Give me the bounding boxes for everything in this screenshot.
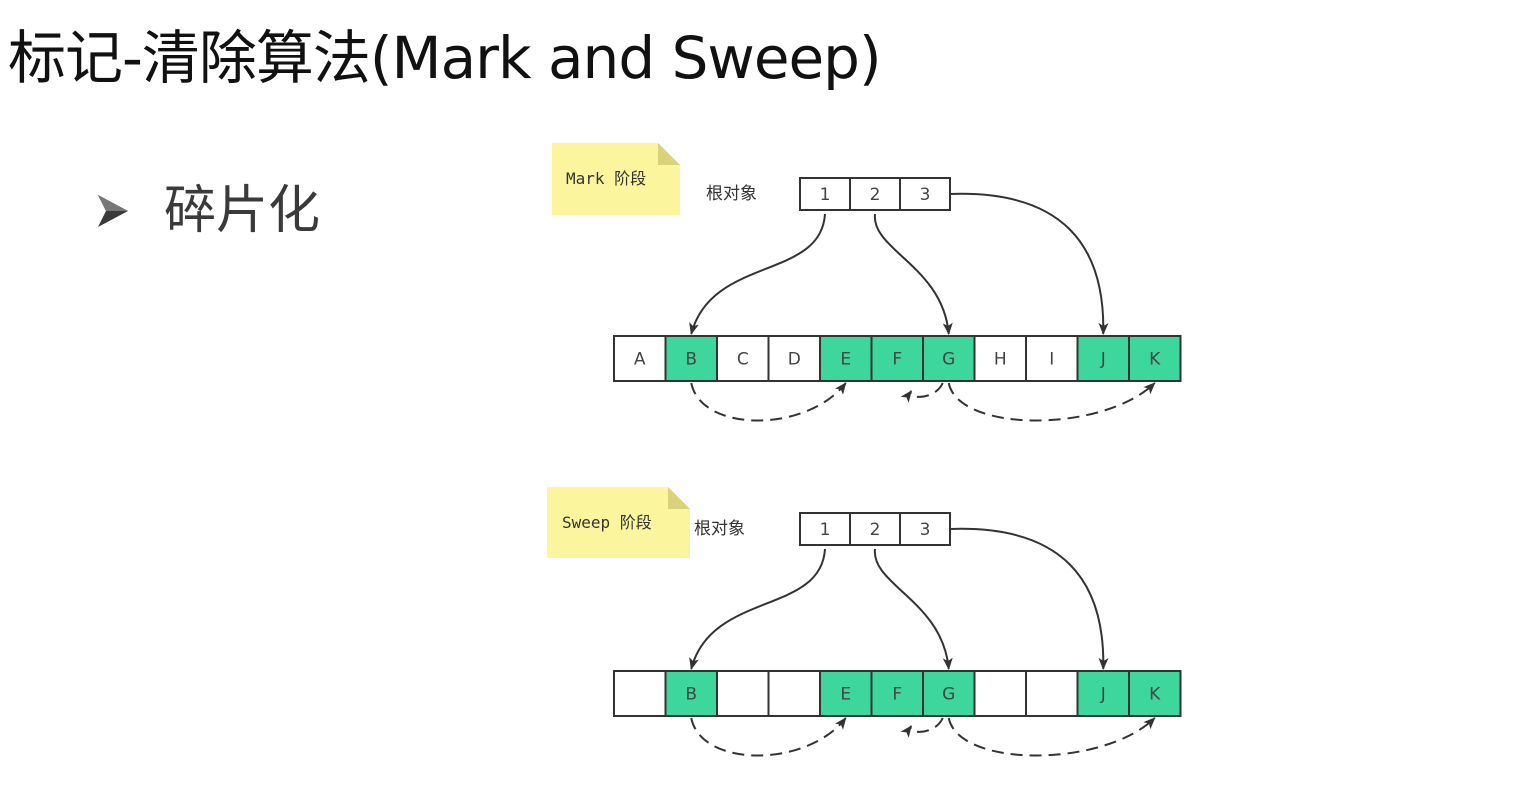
root-reference-arrow — [949, 527, 1109, 670]
heap-cell — [922, 670, 976, 717]
root-cell — [799, 512, 851, 546]
heap-cell-label: J — [1100, 350, 1106, 370]
heap-cell — [767, 335, 821, 382]
root-cell — [899, 512, 951, 546]
root-cell — [849, 177, 901, 211]
heap-cell — [1076, 670, 1130, 717]
bullet-item: 碎片化 — [96, 178, 320, 244]
root-reference-arrow — [873, 548, 953, 670]
root-cell — [899, 177, 951, 211]
heap-cell-label: D — [788, 350, 801, 370]
heap-cell-label: F — [892, 350, 902, 370]
heap-cell — [716, 335, 770, 382]
heap-cell-label: G — [942, 350, 955, 370]
sticky-note-fold — [668, 487, 690, 509]
heap-cell — [716, 670, 770, 717]
slide-title: 标记-清除算法(Mark and Sweep) — [8, 24, 882, 92]
object-reference-arrow — [947, 717, 1156, 757]
root-cell-label: 1 — [820, 185, 831, 205]
heap-cell-label: B — [685, 685, 697, 705]
phase-label: Sweep 阶段 — [562, 513, 652, 532]
heap-cell-label: G — [942, 685, 955, 705]
arrowhead-bullet-icon — [96, 191, 130, 231]
object-reference-arrow — [947, 382, 1156, 422]
root-cell-label: 3 — [920, 185, 931, 205]
root-reference-arrow — [873, 213, 953, 335]
root-objects-label: 根对象 — [706, 184, 757, 204]
root-cell-label: 1 — [820, 520, 831, 540]
heap-cell — [1128, 670, 1182, 717]
heap-cell — [1025, 670, 1079, 717]
heap-cell — [613, 335, 667, 382]
heap-cell — [819, 670, 873, 717]
heap-cell — [819, 335, 873, 382]
root-reference-arrow — [949, 192, 1109, 335]
heap-cell-label: H — [994, 350, 1007, 370]
heap-cell — [870, 335, 924, 382]
root-objects-label: 根对象 — [694, 519, 745, 539]
phase-label: Mark 阶段 — [566, 169, 646, 188]
diagram-panel-sweep: Sweep 阶段 根对象 1 2 3B E F G J K — [547, 487, 1182, 757]
heap-cell-label: I — [1049, 350, 1054, 370]
heap-cell-label: E — [840, 350, 851, 370]
root-cell-label: 2 — [870, 185, 881, 205]
heap-cell — [613, 670, 667, 717]
sticky-note — [552, 143, 680, 215]
heap-cell — [973, 670, 1027, 717]
heap-cell — [973, 335, 1027, 382]
sticky-note — [547, 487, 690, 558]
heap-cell — [1128, 335, 1182, 382]
heap-cell-label: C — [737, 350, 749, 370]
root-reference-arrow — [689, 548, 826, 670]
heap-cell-label: F — [892, 685, 902, 705]
heap-cell-label: K — [1149, 685, 1161, 705]
heap-cell-label: K — [1149, 350, 1161, 370]
root-cell — [849, 512, 901, 546]
sticky-note-fold — [658, 143, 680, 165]
heap-cell — [922, 335, 976, 382]
root-reference-arrow — [689, 213, 826, 335]
heap-cell — [767, 670, 821, 717]
object-reference-arrow — [900, 717, 944, 738]
root-cell-label: 2 — [870, 520, 881, 540]
bullet-text: 碎片化 — [164, 181, 321, 241]
root-cell-label: 3 — [920, 520, 931, 540]
heap-cell-label: E — [840, 685, 851, 705]
heap-cell-label: J — [1100, 685, 1106, 705]
heap-cell-label: A — [634, 350, 646, 370]
heap-cell — [870, 670, 924, 717]
object-reference-arrow — [690, 717, 847, 757]
heap-cell-label: B — [685, 350, 697, 370]
heap-cell — [664, 335, 718, 382]
object-reference-arrow — [900, 382, 944, 403]
object-reference-arrow — [690, 382, 847, 422]
